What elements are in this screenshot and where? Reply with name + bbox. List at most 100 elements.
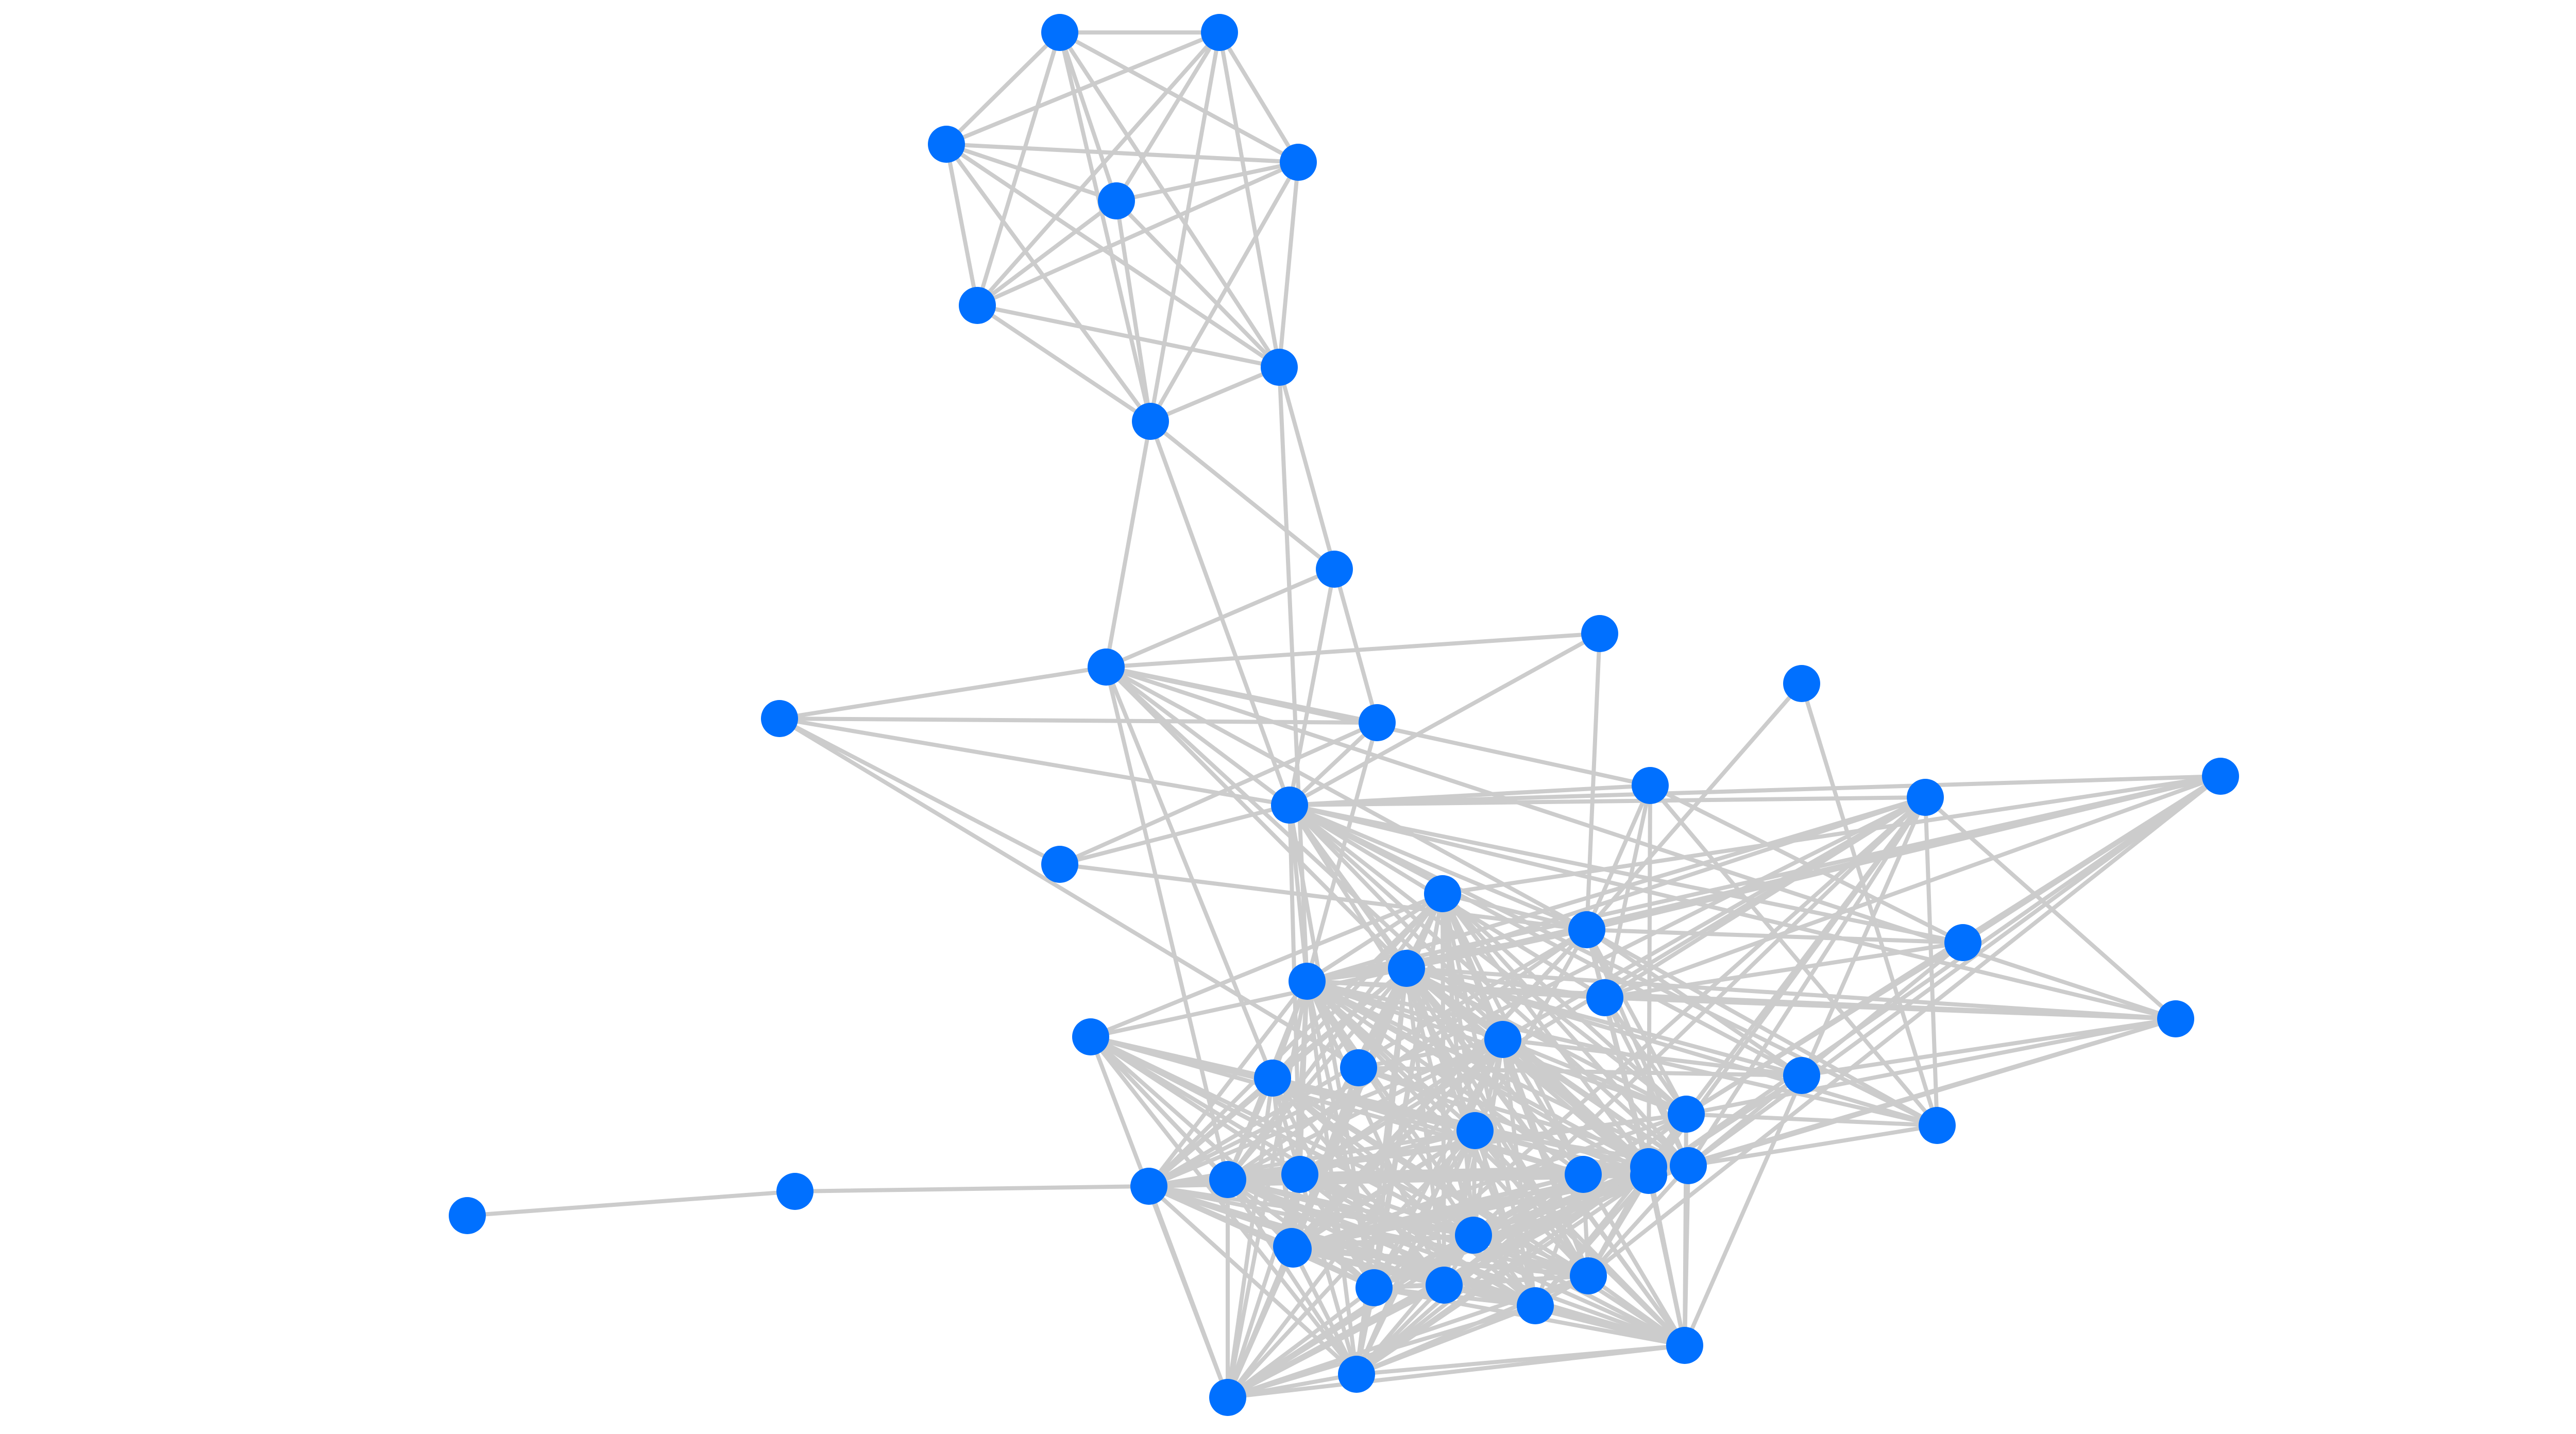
graph-node[interactable] bbox=[1586, 979, 1623, 1016]
graph-node[interactable] bbox=[1130, 1168, 1167, 1205]
graph-edge bbox=[777, 716, 1361, 1070]
graph-node[interactable] bbox=[1280, 144, 1317, 181]
graph-edge bbox=[1533, 1165, 1651, 1308]
graph-edge bbox=[944, 142, 1118, 203]
graph-node[interactable] bbox=[1388, 950, 1425, 987]
graph-node[interactable] bbox=[1630, 1148, 1667, 1185]
graph-node[interactable] bbox=[1907, 779, 1944, 816]
graph-edge bbox=[1104, 567, 1336, 669]
graph-edge bbox=[1357, 1066, 1804, 1078]
graph-node[interactable] bbox=[1201, 14, 1238, 51]
graph-node[interactable] bbox=[1570, 1257, 1607, 1294]
graph-node[interactable] bbox=[1316, 551, 1353, 588]
graph-edge bbox=[1114, 199, 1281, 369]
graph-edge bbox=[1287, 774, 2223, 807]
graph-node[interactable] bbox=[1568, 911, 1605, 948]
graph-node[interactable] bbox=[1670, 1147, 1707, 1184]
graph-edge bbox=[1147, 1184, 1359, 1376]
graph-node[interactable] bbox=[1132, 403, 1169, 440]
graph-edge bbox=[1305, 979, 1446, 1287]
graph-node[interactable] bbox=[1783, 1057, 1820, 1094]
graph-edge bbox=[1404, 966, 1688, 1116]
graph-edge bbox=[944, 142, 1300, 164]
graph-edge bbox=[1104, 665, 1292, 807]
graph-node[interactable] bbox=[1098, 182, 1135, 219]
graph-edge bbox=[1114, 160, 1300, 203]
graph-node[interactable] bbox=[1456, 1112, 1494, 1149]
graph-node[interactable] bbox=[1455, 1217, 1492, 1254]
graph-edge bbox=[1226, 1372, 1359, 1399]
graph-edge bbox=[1217, 30, 1300, 164]
graph-node[interactable] bbox=[1209, 1161, 1246, 1198]
graph-node[interactable] bbox=[1275, 1231, 1312, 1268]
graph-edge bbox=[1104, 419, 1153, 669]
graph-edge bbox=[1287, 721, 1379, 807]
graph-edge bbox=[1226, 1304, 1537, 1399]
graph-node[interactable] bbox=[1632, 767, 1669, 804]
graph-node[interactable] bbox=[1565, 1156, 1602, 1193]
graph-edge bbox=[1226, 1037, 1505, 1182]
graph-node[interactable] bbox=[1209, 1379, 1246, 1416]
graph-node[interactable] bbox=[1281, 1156, 1318, 1193]
graph-node[interactable] bbox=[1424, 875, 1461, 912]
graph-edge bbox=[944, 142, 1281, 369]
graph-node[interactable] bbox=[1517, 1287, 1554, 1324]
graph-node[interactable] bbox=[1041, 846, 1078, 883]
graph-node[interactable] bbox=[1289, 963, 1326, 1000]
graph-edge bbox=[1603, 941, 1965, 1000]
graph-node[interactable] bbox=[1338, 1356, 1375, 1393]
graph-edge bbox=[1104, 631, 1602, 669]
graph-edge bbox=[1603, 783, 1652, 1000]
graph-edge bbox=[1058, 30, 1153, 423]
graph-edge bbox=[1501, 1037, 1690, 1168]
graph-edge bbox=[1354, 1304, 1537, 1376]
graph-node[interactable] bbox=[2157, 1000, 2194, 1037]
graph-edge bbox=[1501, 1037, 1804, 1078]
graph-node[interactable] bbox=[1340, 1049, 1377, 1086]
graph-node[interactable] bbox=[2202, 758, 2239, 795]
graph-edge bbox=[1471, 1233, 1590, 1278]
graph-edge bbox=[1501, 1037, 1590, 1278]
graph-edge bbox=[777, 716, 1062, 866]
edge-layer bbox=[465, 30, 2223, 1399]
graph-node[interactable] bbox=[1041, 14, 1078, 51]
graph-edge bbox=[1684, 941, 1965, 1116]
graph-node[interactable] bbox=[449, 1197, 486, 1234]
graph-node[interactable] bbox=[1072, 1018, 1109, 1055]
graph-node[interactable] bbox=[1271, 787, 1308, 824]
graph-node[interactable] bbox=[1088, 648, 1125, 686]
graph-edge bbox=[1647, 1165, 1687, 1347]
graph-node[interactable] bbox=[959, 287, 996, 324]
graph-node[interactable] bbox=[928, 126, 965, 163]
graph-node[interactable] bbox=[1666, 1327, 1703, 1364]
graph-edge bbox=[1648, 783, 1939, 1128]
graph-node[interactable] bbox=[1581, 615, 1618, 652]
graph-node[interactable] bbox=[1254, 1060, 1291, 1097]
graph-node[interactable] bbox=[1355, 1269, 1393, 1306]
graph-edge bbox=[1148, 160, 1300, 423]
graph-edge bbox=[1585, 928, 1939, 1128]
graph-node[interactable] bbox=[1426, 1267, 1463, 1304]
graph-node[interactable] bbox=[1944, 924, 1981, 961]
graph-edge bbox=[1287, 631, 1602, 807]
graph-edge bbox=[1291, 1247, 1359, 1376]
graph-edge bbox=[1148, 419, 1336, 571]
graph-edge bbox=[1277, 365, 1379, 725]
graph-edge bbox=[1647, 774, 2223, 1177]
graph-edge bbox=[1298, 1172, 1687, 1347]
graph-edge bbox=[1686, 941, 1965, 1168]
graph-node[interactable] bbox=[776, 1173, 814, 1210]
graph-edge bbox=[1058, 30, 1118, 203]
graph-edge bbox=[1058, 803, 1292, 866]
graph-node[interactable] bbox=[1359, 704, 1396, 741]
graph-node[interactable] bbox=[1484, 1021, 1521, 1058]
graph-node[interactable] bbox=[1783, 665, 1820, 702]
graph-edge bbox=[1305, 979, 2178, 1021]
graph-node[interactable] bbox=[1919, 1107, 1956, 1144]
graph-node[interactable] bbox=[1261, 349, 1298, 386]
graph-edge bbox=[1148, 30, 1222, 423]
graph-node[interactable] bbox=[761, 700, 798, 737]
graph-edge bbox=[1104, 665, 2178, 1021]
graph-node[interactable] bbox=[1668, 1096, 1705, 1133]
